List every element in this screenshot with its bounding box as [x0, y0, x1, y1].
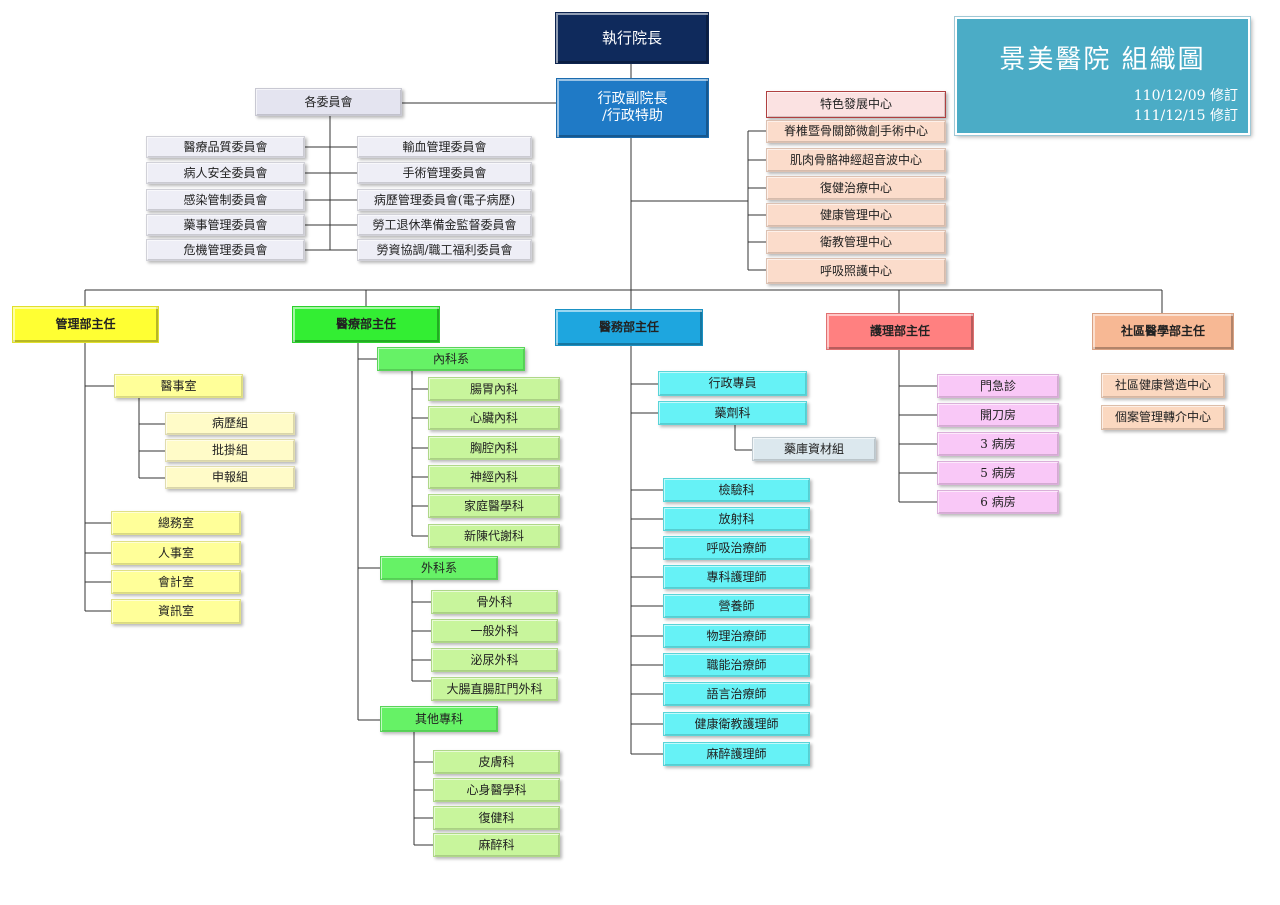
committee-left-1: 醫療品質委員會 [146, 136, 305, 158]
affairs-item-4: 專科護理師 [663, 565, 810, 589]
nursing-item-1: 門急診 [937, 374, 1059, 398]
center-4: 健康管理中心 [766, 203, 946, 227]
medical-surgery-1: 骨外科 [431, 590, 558, 614]
medical-internal-6: 新陳代謝科 [428, 524, 560, 548]
admin-office-3: 會計室 [111, 570, 241, 594]
committee-right-1: 輸血管理委員會 [357, 136, 532, 158]
committee-right-2: 手術管理委員會 [357, 162, 532, 184]
affairs-item-8: 語言治療師 [663, 682, 810, 706]
affairs-item-1: 檢驗科 [663, 478, 810, 502]
medical-other-4: 麻醉科 [433, 833, 560, 857]
affairs-pharmacy: 藥劑科 [658, 401, 807, 425]
affairs-item-5: 營養師 [663, 594, 810, 618]
affairs-item-2: 放射科 [663, 507, 810, 531]
affairs-item-3: 呼吸治療師 [663, 536, 810, 560]
committee-right-5: 勞資協調/職工福利委員會 [357, 239, 532, 261]
affairs-item-6: 物理治療師 [663, 624, 810, 648]
admin-office-1: 總務室 [111, 511, 241, 535]
medical-internal-4: 神經內科 [428, 465, 560, 489]
admin-medrec-sub-2: 批掛組 [165, 439, 295, 462]
affairs-admin-staff: 行政專員 [658, 371, 807, 396]
committee-left-2: 病人安全委員會 [146, 162, 305, 184]
medical-internal-group: 內科系 [377, 347, 525, 371]
center-6: 呼吸照護中心 [766, 258, 946, 284]
medical-internal-1: 腸胃內科 [428, 377, 560, 401]
chart-title-panel: 景美醫院 組織圖 110/12/09 修訂 111/12/15 修訂 [954, 16, 1251, 136]
chart-title: 景美醫院 組織圖 [999, 45, 1206, 75]
admin-office-4: 資訊室 [111, 599, 241, 624]
nursing-dept-head: 護理部主任 [826, 313, 974, 350]
affairs-pharmacy-sub: 藥庫資材組 [752, 437, 876, 461]
affairs-item-9: 健康衛教護理師 [663, 712, 810, 736]
committees-header: 各委員會 [255, 88, 402, 116]
medical-surgery-3: 泌尿外科 [431, 648, 558, 672]
committee-left-3: 感染管制委員會 [146, 189, 305, 211]
center-3: 復健治療中心 [766, 176, 946, 200]
medical-internal-2: 心臟內科 [428, 406, 560, 430]
nursing-item-2: 開刀房 [937, 403, 1059, 427]
medical-dept-head: 醫療部主任 [292, 306, 440, 343]
community-item-1: 社區健康營造中心 [1101, 373, 1225, 398]
affairs-item-10: 麻醉護理師 [663, 742, 810, 766]
nursing-item-5: 6 病房 [937, 490, 1059, 514]
committee-left-5: 危機管理委員會 [146, 239, 305, 261]
admin-medrec-sub-3: 申報組 [165, 466, 295, 489]
affairs-item-7: 職能治療師 [663, 653, 810, 677]
centers-header: 特色發展中心 [766, 91, 946, 118]
medical-other-group: 其他專科 [380, 706, 498, 732]
medical-internal-3: 胸腔內科 [428, 436, 560, 460]
community-dept-head: 社區醫學部主任 [1092, 313, 1234, 350]
medical-surgery-2: 一般外科 [431, 619, 558, 643]
community-item-2: 個案管理轉介中心 [1101, 405, 1225, 430]
center-1: 脊椎暨骨關節微創手術中心 [766, 120, 946, 143]
medical-surgery-group: 外科系 [380, 556, 498, 580]
admin-medrec-sub-1: 病歷組 [165, 412, 295, 435]
center-5: 衛教管理中心 [766, 230, 946, 254]
medical-other-2: 心身醫學科 [433, 778, 560, 802]
medical-other-3: 復健科 [433, 806, 560, 830]
affairs-dept-head: 醫務部主任 [555, 309, 703, 346]
medical-surgery-4: 大腸直腸肛門外科 [431, 677, 558, 701]
nursing-item-3: 3 病房 [937, 432, 1059, 456]
nursing-item-4: 5 病房 [937, 461, 1059, 485]
revision-date-1: 110/12/09 修訂 [1133, 88, 1238, 104]
committee-right-3: 病歷管理委員會(電子病歷) [357, 189, 532, 211]
ceo-box: 執行院長 [555, 12, 709, 64]
center-2: 肌肉骨骼神經超音波中心 [766, 148, 946, 172]
admin-medrec-office: 醫事室 [114, 374, 243, 398]
medical-internal-5: 家庭醫學科 [428, 494, 560, 518]
vp-box: 行政副院長 /行政特助 [556, 78, 709, 138]
admin-office-2: 人事室 [111, 541, 241, 565]
medical-other-1: 皮膚科 [433, 750, 560, 774]
revision-date-2: 111/12/15 修訂 [1133, 108, 1238, 124]
committee-left-4: 藥事管理委員會 [146, 214, 305, 236]
committee-right-4: 勞工退休準備金監督委員會 [357, 214, 532, 236]
admin-dept-head: 管理部主任 [12, 306, 159, 343]
